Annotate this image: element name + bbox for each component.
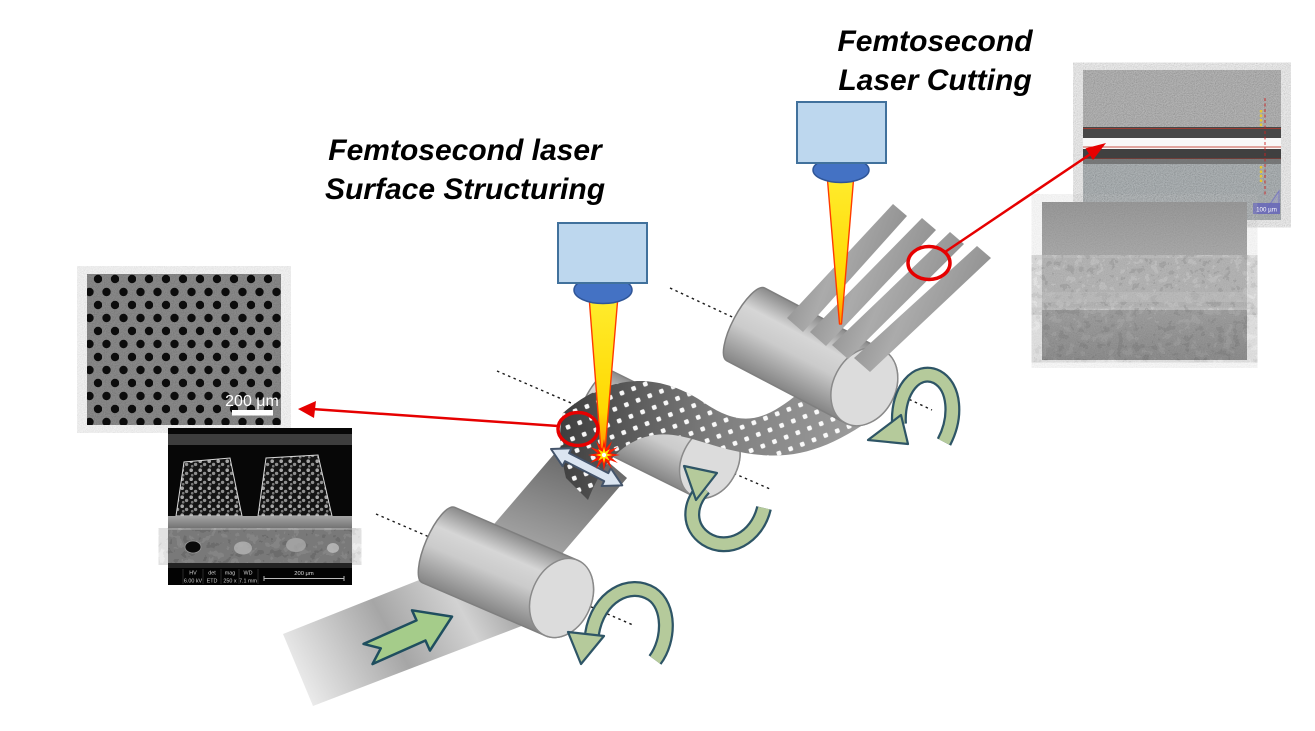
- meta-value: 7.1 mm: [239, 579, 257, 585]
- cutting-laser-head: [796, 101, 887, 325]
- feed-direction-arrow: [362, 609, 454, 666]
- roller-c: [722, 286, 899, 427]
- panel-sem-cross-section: HV det mag WD 6.00 kV ETD 250 x 7.1 mm 2…: [168, 428, 352, 585]
- panel-optical-cut: 100 µm: [1083, 70, 1281, 220]
- meta-header: det: [208, 571, 216, 577]
- meta-header: WD: [244, 571, 253, 577]
- strip: [832, 232, 964, 359]
- meta-header: mag: [225, 571, 236, 577]
- laser-body: [796, 101, 887, 164]
- annotation-structuring-callout: [298, 401, 600, 448]
- title-line: Laser Cutting: [838, 64, 1032, 97]
- meta-header: HV: [189, 571, 197, 577]
- title-surface-structuring: Femtosecond laser Surface Structuring: [285, 131, 645, 209]
- strip: [787, 204, 907, 332]
- arrowhead: [298, 401, 316, 418]
- scan-direction-arrow: [550, 447, 624, 488]
- title-line: Femtosecond laser: [328, 134, 602, 167]
- title-laser-cutting: Femtosecond Laser Cutting: [795, 22, 1075, 100]
- laser-spark: [588, 439, 620, 471]
- structured-web: [560, 372, 886, 500]
- title-line: Surface Structuring: [324, 173, 606, 206]
- meta-value: 250 x: [223, 579, 236, 585]
- title-line: Femtosecond: [837, 25, 1033, 58]
- scale-label: 100 µm: [1256, 206, 1277, 213]
- arrowhead: [1085, 143, 1106, 160]
- rotation-arrow-roller-c: [866, 366, 961, 446]
- strip: [854, 246, 991, 372]
- cut-kerf: [1083, 138, 1281, 149]
- meta-value: ETD: [207, 579, 218, 585]
- laser-body: [557, 222, 648, 284]
- electrode-block: [175, 457, 243, 517]
- meta-value: 6.00 kV: [184, 579, 203, 585]
- scale-label: 200 μm: [225, 393, 279, 410]
- scale-label: 200 μm: [294, 571, 314, 577]
- panel-sem-dot-pattern: 200 μm: [87, 274, 281, 425]
- rotation-arrow-roller-a: [566, 581, 674, 666]
- scale-bar: [232, 410, 273, 416]
- panel-sem-cut-edge: [1042, 202, 1247, 360]
- annotation-cutting-callout: [906, 143, 1106, 282]
- rotation-arrow-roller-b: [682, 464, 772, 553]
- laser-dot-texture: [560, 372, 886, 500]
- sem-info-bar: HV det mag WD 6.00 kV ETD 250 x 7.1 mm 2…: [168, 568, 352, 585]
- roller-a: [417, 506, 595, 639]
